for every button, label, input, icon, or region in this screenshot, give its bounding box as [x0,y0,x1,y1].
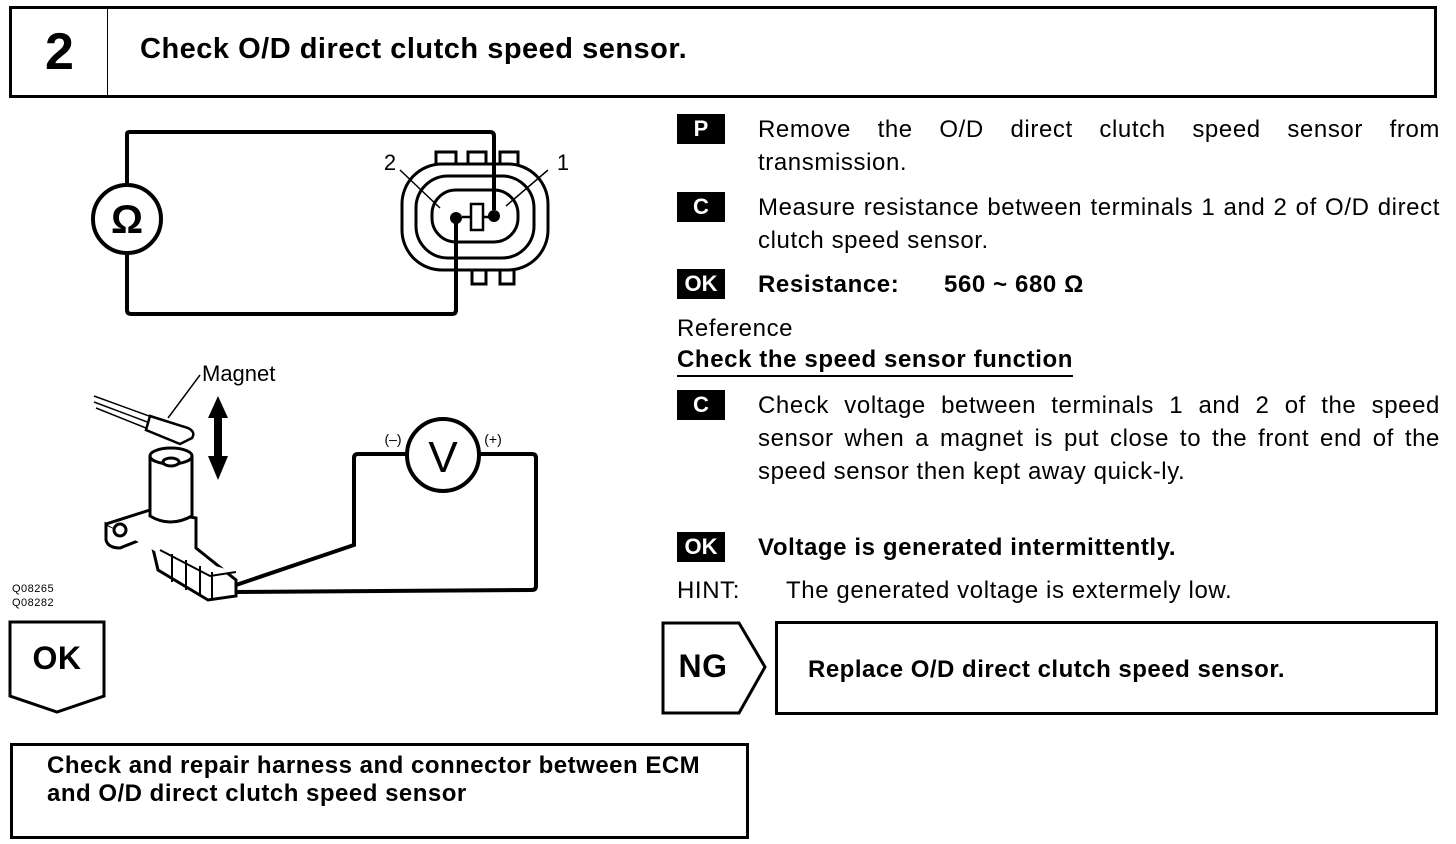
ok-result-marker [8,620,106,714]
tag-c: C [677,192,725,222]
sensor-diagram: Ω 2 1 Magnet V [91,130,569,602]
tag-ok: OK [677,269,725,299]
ng-result-label: NG [678,648,728,684]
ng-action-box: Replace O/D direct clutch speed sensor. [775,621,1438,715]
magnet-label: Magnet [202,361,275,386]
hint-label: HINT: [677,577,740,604]
terminal-1-pin [488,210,500,222]
ok-action-text: Check and repair harness and connector b… [47,752,701,807]
ohmmeter-icon [91,183,163,255]
tag-ok-voltage: OK [677,532,725,562]
reference-label: Reference [677,315,794,342]
tag-p: P [677,114,725,144]
ohm-symbol: Ω [111,198,143,242]
voltage-result: Voltage is generated intermittently. [758,534,1177,561]
terminal-2-pin [450,212,462,224]
step-title: Check O/D direct clutch speed sensor. [140,33,688,65]
speed-sensor-icon [104,446,238,602]
ohmmeter-circuit [125,130,496,316]
figure-id-1: Q08265 [12,583,55,595]
voltmeter-icon [405,417,481,493]
ok-action-box: Check and repair harness and connector b… [10,743,749,839]
magnet-icon [93,395,195,446]
negative-label: (–) [384,431,401,447]
resistance-value: 560 ~ 680 Ω [944,271,1084,298]
resistance-label: Resistance: [758,271,900,298]
terminal-2-label: 2 [384,150,396,175]
hint-text: The generated voltage is extermely low. [786,577,1233,604]
figure-id-2: Q08282 [12,597,55,609]
ng-action-text: Replace O/D direct clutch speed sensor. [808,656,1285,683]
up-down-arrow-icon [208,396,228,480]
step-number: 2 [12,9,108,95]
voltmeter-circuit [235,452,538,594]
connector-icon [399,150,550,286]
instruction-remove: Remove the O/D direct clutch speed senso… [758,116,1440,176]
reference-heading: Check the speed sensor function [677,345,1074,377]
tag-c-voltage: C [677,390,725,420]
ok-result-label: OK [32,640,82,676]
volt-symbol: V [428,433,458,482]
instruction-measure: Measure resistance between terminals 1 a… [758,194,1440,254]
instruction-check-voltage: Check voltage between terminals 1 and 2 … [758,392,1440,485]
ng-result-marker [661,621,767,715]
step-header: 2 Check O/D direct clutch speed sensor. [9,6,1437,98]
terminal-1-label: 1 [557,150,569,175]
positive-label: (+) [484,431,502,447]
